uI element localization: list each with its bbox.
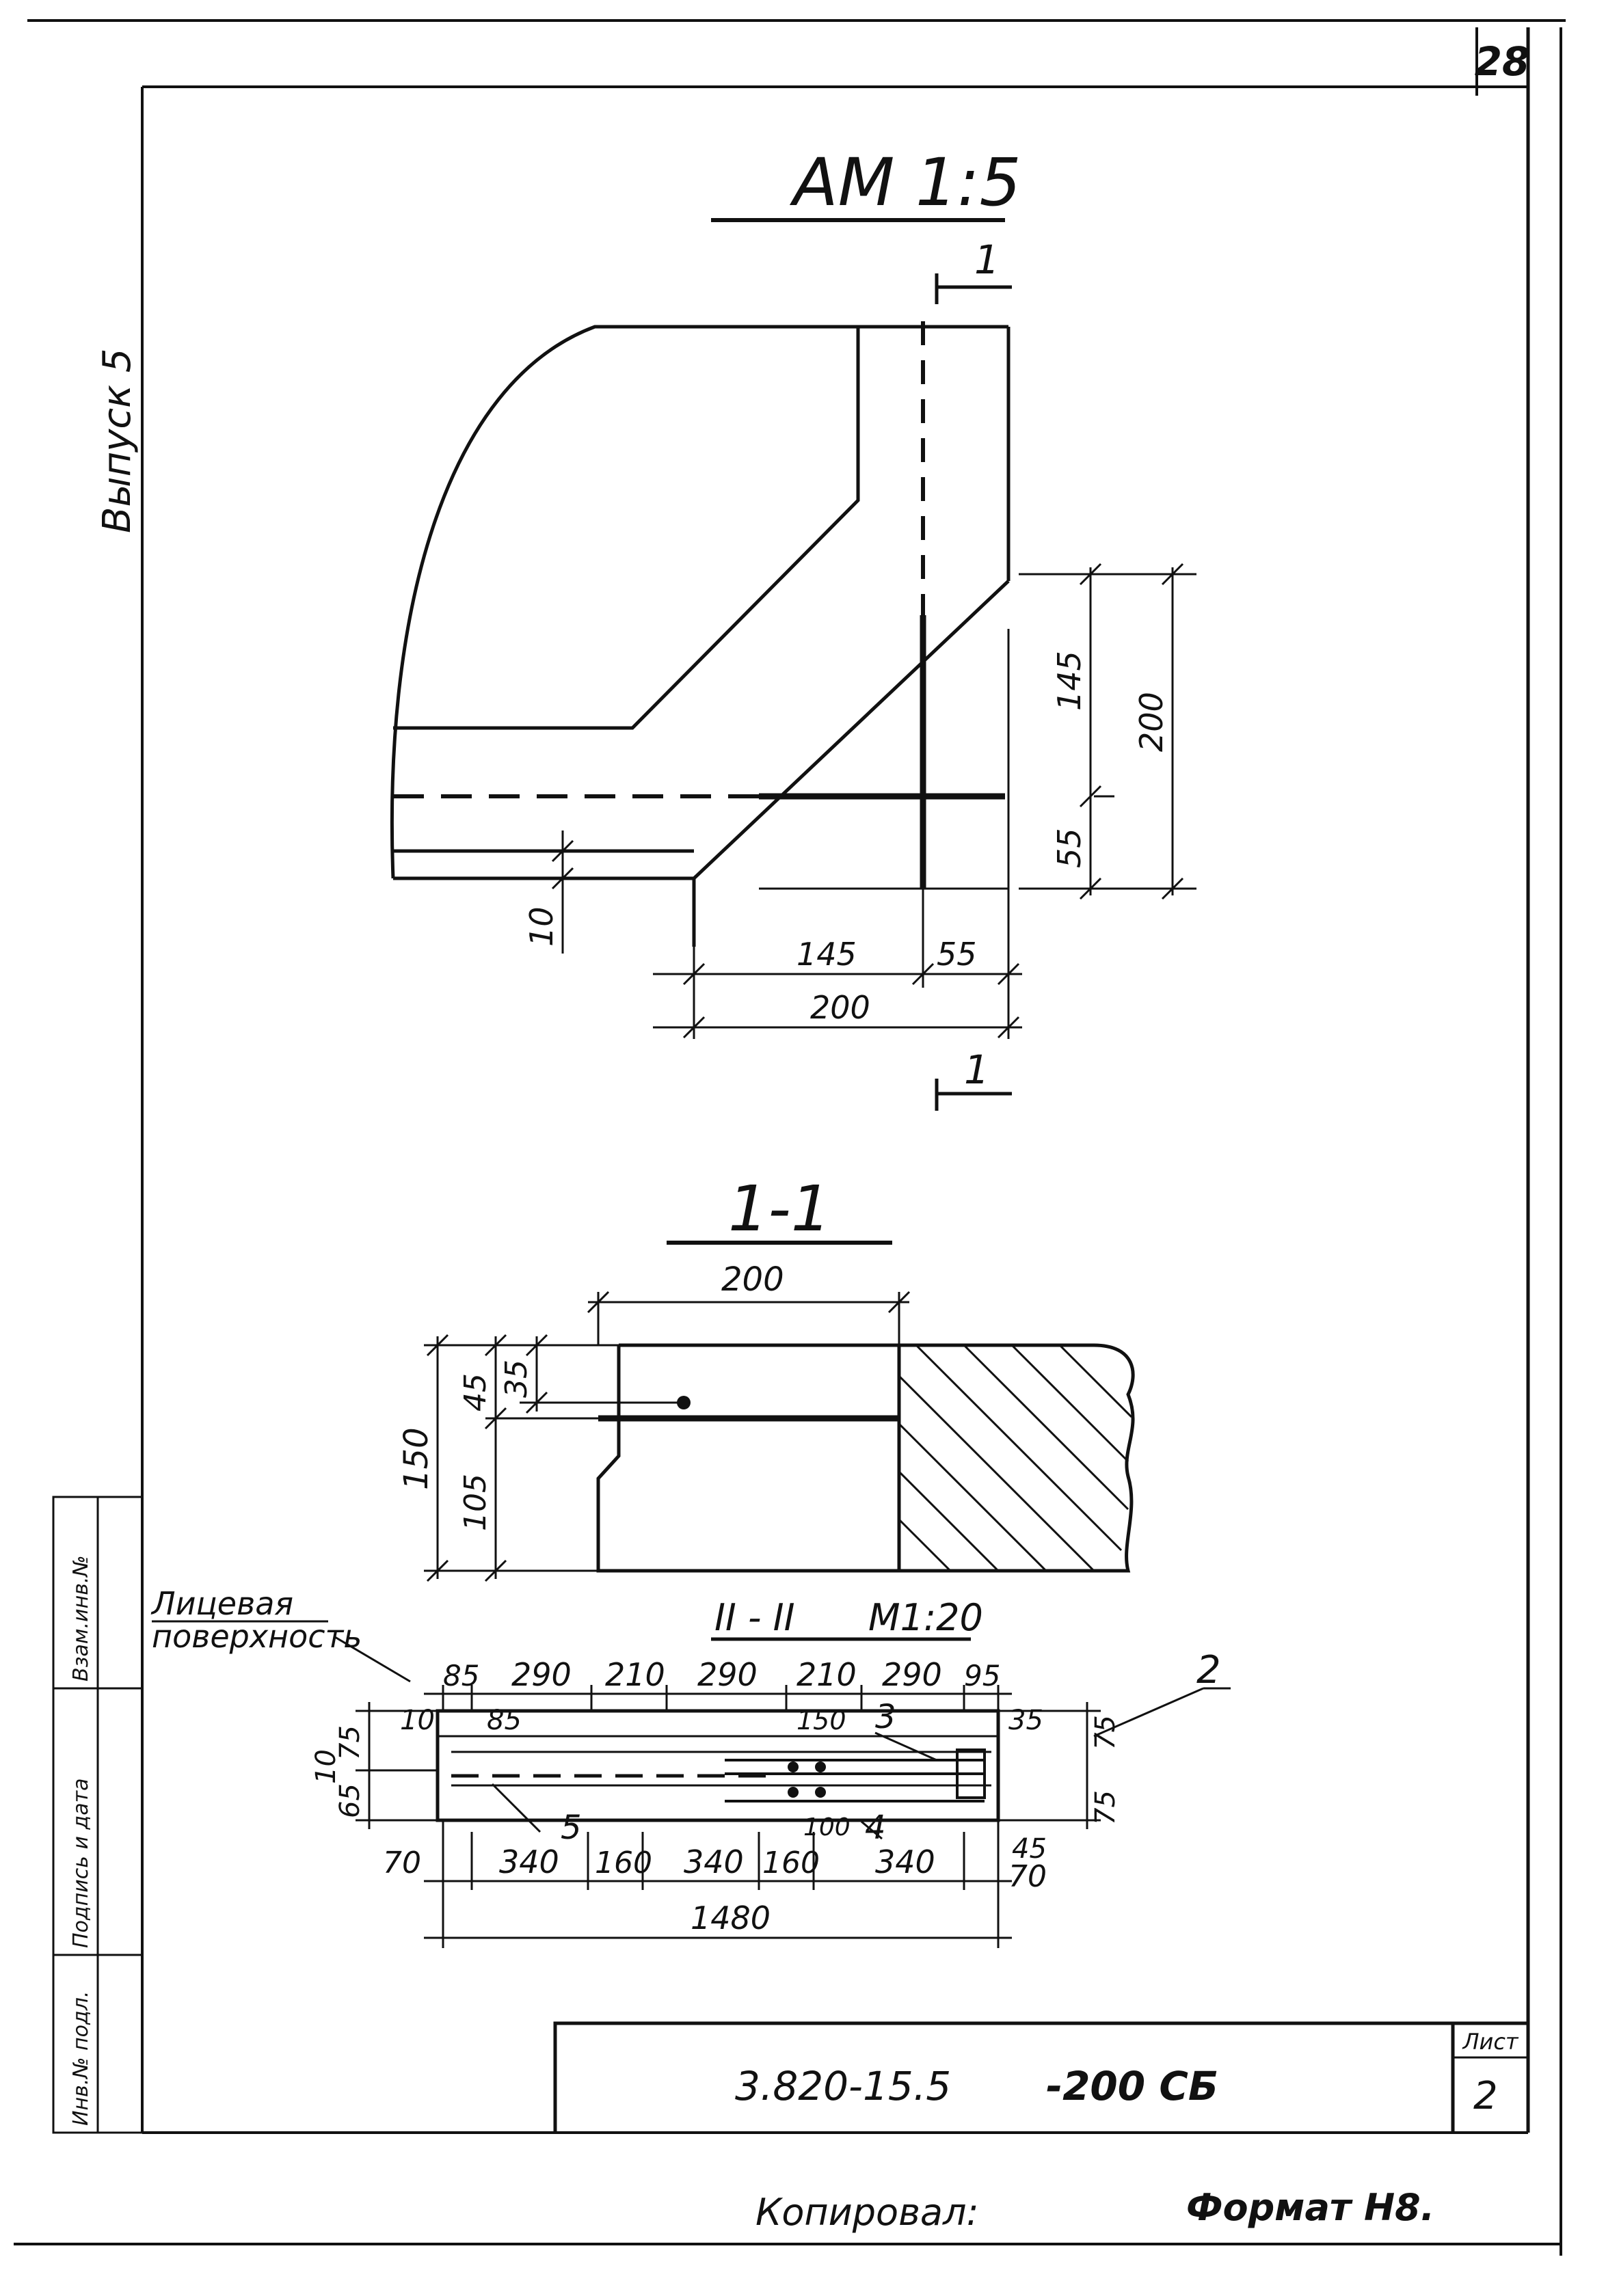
sheet-number: 2	[1473, 2074, 1498, 2118]
callout-2: 2	[1196, 1648, 1221, 1692]
dim-top-85: 85	[443, 1659, 479, 1692]
dim-top-210b: 210	[797, 1656, 857, 1693]
dim-h200: 200	[810, 989, 870, 1026]
dim-h145: 145	[797, 936, 857, 973]
callout-5: 5	[561, 1809, 582, 1847]
sheet-label: Лист	[1462, 2029, 1518, 2055]
dim-top2-85: 85	[487, 1705, 522, 1736]
dim-bot-340a: 340	[499, 1843, 559, 1880]
dim-bot-160b: 160	[762, 1846, 820, 1880]
dim-right-75a: 75	[1090, 1715, 1121, 1750]
callout-3: 3	[875, 1698, 896, 1736]
doc-code: 3.820-15.5	[735, 2063, 951, 2109]
dim-mid-100: 100	[803, 1813, 851, 1841]
dim-top2-35: 35	[1008, 1705, 1043, 1736]
face-label-2: поверхность	[152, 1618, 362, 1655]
dim-left-75: 75	[334, 1725, 366, 1760]
dim-total-1480: 1480	[691, 1900, 771, 1936]
stamp-cell-sign: Подпись и дата	[69, 1779, 93, 1949]
side-stamp: Инв.№ подл. Подпись и дата Взам.инв.№	[52, 1496, 144, 2134]
dim-bot-340b: 340	[684, 1843, 744, 1880]
view-am: АМ 1:5 1 1	[390, 144, 1196, 1111]
dim-left-65: 65	[334, 1783, 366, 1818]
dim-right-75b: 75	[1090, 1790, 1121, 1825]
dim-top2-150: 150	[797, 1705, 846, 1735]
format-label: Формат Н8.	[1186, 2186, 1434, 2229]
dim-h45: 45	[458, 1373, 493, 1412]
issue-label: Выпуск 5	[95, 349, 139, 533]
stamp-cell-replace: Взам.инв.№	[69, 1555, 93, 1682]
dim-v200: 200	[1133, 692, 1170, 752]
dim-h105: 105	[458, 1474, 493, 1531]
callout-4: 4	[865, 1809, 886, 1847]
dim-left-10: 10	[310, 1749, 342, 1784]
dim-v145: 145	[1051, 651, 1088, 711]
dim-top-290a: 290	[511, 1656, 572, 1693]
section-2-2-scale: М1:20	[868, 1596, 983, 1639]
section-2-2: II - II М1:20 Лицевая поверхность	[150, 1585, 1231, 1948]
dim-bot-340c: 340	[875, 1843, 935, 1880]
dim-w200: 200	[721, 1260, 784, 1299]
dim-h55: 55	[937, 936, 977, 973]
stamp-cell-inv: Инв.№ подл.	[69, 1991, 93, 2126]
dim-top-95: 95	[964, 1659, 1000, 1692]
section-1-1-title: 1-1	[728, 1172, 831, 1245]
dim-top2-10: 10	[400, 1705, 435, 1736]
dim-v10: 10	[523, 906, 560, 947]
copied-by: Копировал:	[755, 2191, 979, 2234]
dim-v55: 55	[1051, 828, 1088, 868]
dim-right-45: 45	[1012, 1833, 1047, 1865]
doc-mark: -200 СБ	[1046, 2063, 1218, 2109]
concrete-hatch	[898, 1344, 1133, 1572]
sheet-frame	[14, 19, 1566, 2256]
section-1-1: 1-1	[397, 1172, 1135, 1582]
title-block: 3.820-15.5 -200 СБ Лист 2	[553, 2021, 1528, 2133]
face-label: Лицевая	[150, 1585, 293, 1622]
dim-bot-160a: 160	[595, 1846, 652, 1880]
dim-bot-70a: 70	[383, 1846, 421, 1880]
dim-h35: 35	[499, 1360, 534, 1398]
page-number: 28	[1475, 38, 1530, 85]
dim-top-290b: 290	[697, 1656, 758, 1693]
section-2-2-title: II - II	[714, 1596, 795, 1639]
view-am-title: АМ 1:5	[789, 144, 1021, 221]
section-mark-bottom: 1	[964, 1046, 989, 1093]
dim-top-290c: 290	[882, 1656, 942, 1693]
dim-top-210a: 210	[605, 1656, 665, 1693]
dim-bot-70b: 70	[1008, 1859, 1047, 1894]
dim-h150: 150	[397, 1427, 436, 1490]
section-mark-top: 1	[974, 237, 1000, 283]
